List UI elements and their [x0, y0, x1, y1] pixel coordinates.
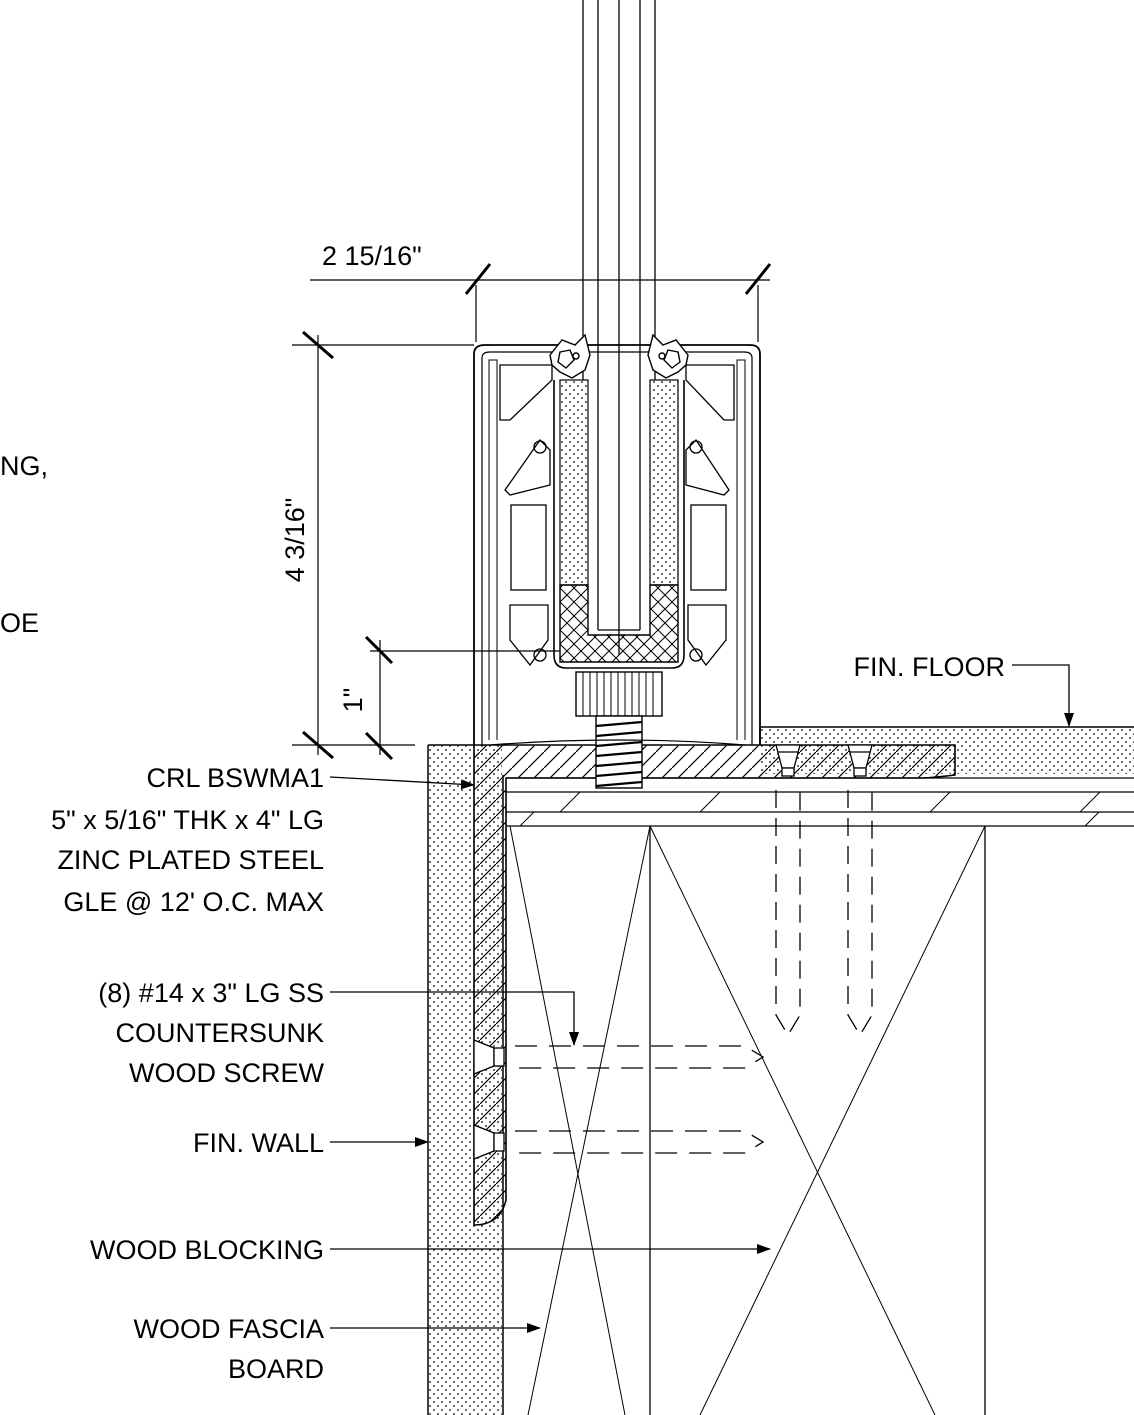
screw-label-line-1: (8) #14 x 3" LG SS: [98, 978, 324, 1008]
dimension-height: [292, 330, 474, 760]
dimension-height-text: 4 3/16": [280, 498, 310, 583]
wall-screws: [473, 1039, 765, 1160]
wood-blocking: [509, 825, 986, 1415]
screw-label-line-3: WOOD SCREW: [129, 1058, 325, 1088]
dimension-width-text: 2 15/16": [322, 241, 422, 271]
angle-label-line-2: ZINC PLATED STEEL: [57, 845, 324, 875]
crl-leader: [329, 776, 475, 790]
partial-label-top: NG,: [0, 451, 48, 481]
angle-label-line-3: GLE @ 12' O.C. MAX: [63, 887, 324, 917]
fascia-label-line-1: WOOD FASCIA: [133, 1314, 324, 1344]
screw-label-line-2: COUNTERSUNK: [115, 1018, 324, 1048]
wood-blocking-label: WOOD BLOCKING: [90, 1235, 324, 1265]
dimension-embed-text: 1": [338, 688, 368, 713]
partial-label-shoe: OE: [0, 608, 39, 638]
glass-panel: [582, 0, 656, 660]
steel-angle: [473, 744, 956, 1226]
floor-screws: [775, 744, 873, 1037]
fin-floor-leader: [1012, 664, 1074, 727]
angle-label-line-1: 5" x 5/16" THK x 4" LG: [51, 805, 324, 835]
dimension-width: [310, 263, 772, 342]
dry-glaze-strips: [559, 379, 679, 586]
base-shoe: [473, 344, 761, 745]
fascia-label-line-2: BOARD: [228, 1354, 324, 1384]
leveling-bolt: [489, 671, 746, 789]
screw-leader: [330, 991, 579, 1046]
dimension-embed: [364, 635, 560, 761]
crl-label: CRL BSWMA1: [146, 763, 324, 793]
top-gaskets: [549, 333, 689, 379]
fin-floor-label: FIN. FLOOR: [853, 652, 1005, 682]
fin-wall-label: FIN. WALL: [193, 1128, 324, 1158]
